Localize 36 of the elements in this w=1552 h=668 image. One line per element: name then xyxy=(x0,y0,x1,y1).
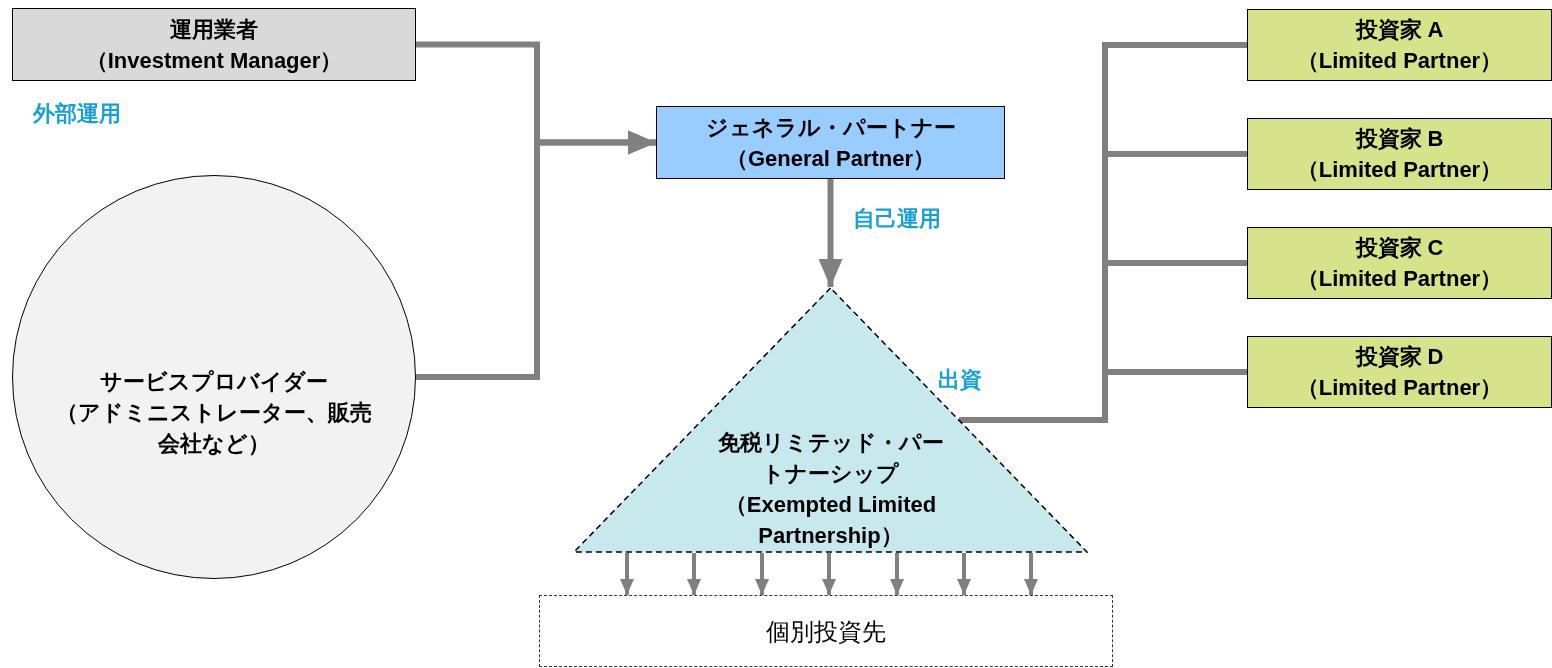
arrow xyxy=(1024,553,1038,595)
arrow xyxy=(822,553,836,595)
node-title: サービスプロバイダー xyxy=(100,367,328,396)
arrow xyxy=(620,553,634,595)
node-subtitle: （Limited Partner） xyxy=(1296,156,1503,184)
arrow xyxy=(957,553,971,595)
investor-box xyxy=(1247,9,1552,81)
edge-label: 自己運用 xyxy=(852,205,941,233)
investor-box xyxy=(1247,118,1552,190)
annotation-label: 出資 xyxy=(938,366,982,394)
node-title: ジェネラル・パートナー xyxy=(705,113,956,142)
node-subtitle: （General Partner） xyxy=(725,144,936,173)
investor-box xyxy=(1247,227,1552,299)
node-title: 投資家 B xyxy=(1355,125,1444,153)
annotation-label: 外部運用 xyxy=(33,100,121,128)
node-subtitle: （アドミニストレーター、販売会社など） xyxy=(55,398,373,458)
node-subtitle: （Investment Manager） xyxy=(85,46,343,75)
node-subtitle: （Limited Partner） xyxy=(1296,47,1503,75)
node-title: 個別投資先 xyxy=(766,616,886,647)
arrow xyxy=(755,553,769,595)
node-title: 運用業者 xyxy=(170,15,258,44)
process-box xyxy=(12,8,416,81)
node-title: 投資家 C xyxy=(1355,234,1444,262)
node-subtitle: （Limited Partner） xyxy=(1296,265,1503,293)
node-title: 免税リミテッド・パートナーシップ xyxy=(716,429,945,488)
target-box xyxy=(539,595,1113,667)
arrow xyxy=(416,130,656,380)
process-box xyxy=(656,106,1005,179)
arrow xyxy=(687,553,701,595)
node-subtitle: （Exempted Limited Partnership） xyxy=(723,491,938,550)
investor-box xyxy=(1247,336,1552,408)
node-subtitle: （Limited Partner） xyxy=(1296,374,1503,402)
arrow xyxy=(818,179,843,287)
node-title: 投資家 A xyxy=(1355,16,1444,44)
node-title: 投資家 D xyxy=(1355,343,1444,371)
arrow xyxy=(890,553,904,595)
